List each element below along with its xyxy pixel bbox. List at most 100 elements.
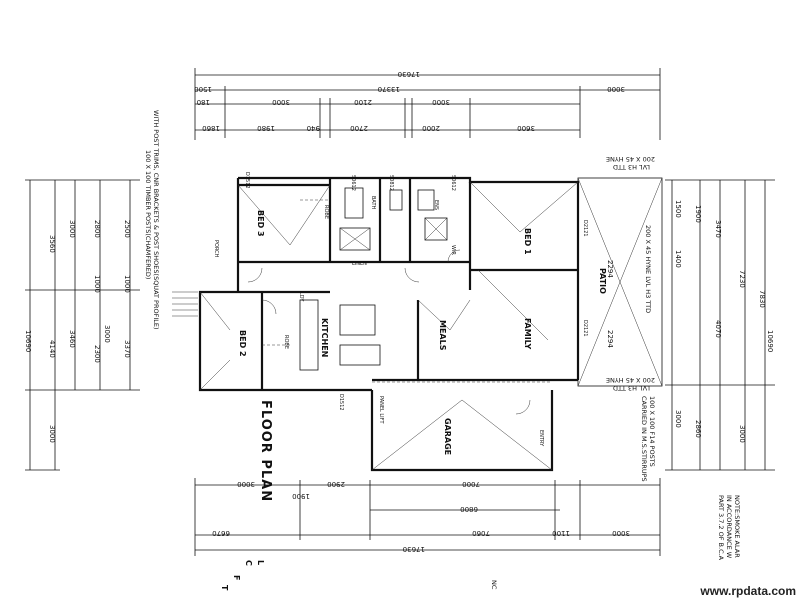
- dim-right-r3-1: 1900: [694, 205, 702, 223]
- room-linen: LINEN: [352, 261, 367, 267]
- room-entry: ENTRY: [538, 430, 544, 447]
- dim-left-r3-3: 1000: [123, 275, 131, 293]
- post-note-line-2: WITH POST TRIMS, CNR BRACKETS & POST SHO…: [152, 110, 160, 330]
- dim-right-r4-0: 2294: [606, 260, 614, 278]
- beam-notes: 200 X 45 HYNE LVL H3 TTD 200 X 45 HYNE L…: [378, 155, 656, 482]
- dim-right-r4-1: 2294: [606, 330, 614, 348]
- smoke-note-2: IN ACCORDANCE W: [725, 495, 733, 559]
- dim-bottom-overall: 17630: [403, 545, 425, 553]
- dim-top-overall: 17630: [398, 70, 420, 78]
- dim-right-r3-0: 1500: [674, 200, 682, 218]
- dim-top-r4-7: 2000: [422, 124, 440, 132]
- beam-bottom-note-2: LVL H3 TTD: [613, 384, 650, 392]
- dim-bottom-r3-2: 1100: [552, 529, 570, 537]
- dim-left-r3-1: 2500: [123, 220, 131, 238]
- beam-top-note-2: LVL H3 TTD: [613, 163, 650, 171]
- room-patio: PATIO: [598, 268, 607, 294]
- window-tag-1: S0612: [350, 175, 356, 191]
- posts-note-1: 100 X 100 F14 POSTS: [648, 396, 656, 467]
- dim-left-r3-6: 3370: [123, 340, 131, 358]
- dim-right-r2-3: 3000: [674, 410, 682, 428]
- dim-top-r4-6: 2700: [350, 124, 368, 132]
- dim-left-r3-5: 3000: [103, 325, 111, 343]
- room-robe-1: ROBE: [323, 205, 329, 219]
- dim-right-r1-0: 7230: [738, 270, 746, 288]
- window-tag-0: D1512: [244, 172, 250, 189]
- dim-right-r2-1: 4070: [714, 320, 722, 338]
- dim-right-r1-1: 7830: [758, 290, 766, 308]
- posts-note-2: CARRIED IN M.S.STIRRUPS: [640, 396, 648, 482]
- dim-right-r2-0: 3470: [714, 220, 722, 238]
- dim-top-r2-3: 3000: [607, 85, 625, 93]
- room-wir: WIR: [450, 245, 456, 255]
- dim-bottom-r3-1: 7060: [472, 529, 490, 537]
- right-dimensions: 10690 7230 7830 3000 3470 4070 2860 3000…: [606, 179, 775, 471]
- window-tag-5: D2121: [582, 320, 588, 337]
- window-tags: D1512 S0612 S0612 S0812 D2121 D2121 D151…: [244, 172, 588, 411]
- title-block-fragments: L C F T NC: [220, 560, 498, 591]
- beam-top-note: 200 X 45 HYNE: [606, 155, 655, 163]
- drawing-title: FLOOR PLAN: [258, 400, 273, 502]
- room-bed3: BED 3: [256, 210, 265, 237]
- post-note-line-1: 100 X 100 TIMBER POSTS(CHAMFERED): [144, 150, 152, 279]
- dim-top-r3-5: 3000: [432, 98, 450, 106]
- fragment-t: T: [220, 585, 229, 591]
- room-porch: PORCH: [213, 240, 219, 258]
- dim-bottom-r1-3: 1900: [292, 492, 310, 500]
- dim-bottom-r3-0: 6670: [212, 529, 230, 537]
- top-dimensions: 17630 1500 13370 3000 180 3000 2100 3000…: [194, 68, 661, 140]
- room-bath: BATH: [370, 196, 376, 210]
- beam-side-note: 200 X 45 HYNE LVL H3 TTD: [644, 225, 652, 313]
- dim-right-r3-3: 1400: [674, 250, 682, 268]
- room-robe-2: ROBE: [283, 335, 289, 349]
- bottom-dimensions: 2900 3000 1900 7000 6800 6670 7060 1100 …: [194, 478, 661, 556]
- dim-left-r1-1: 4140: [48, 340, 56, 358]
- panel-lift-note: PANEL LIFT: [378, 396, 384, 424]
- dim-left-r2-5: 3460: [68, 330, 76, 348]
- window-tag-4: D2121: [582, 220, 588, 237]
- dim-top-r4-2: 1980: [257, 124, 275, 132]
- building-walls: [172, 176, 663, 472]
- dim-top-r4-9: 3600: [517, 124, 535, 132]
- dim-bottom-r1-1: 3000: [237, 480, 255, 488]
- dim-left-r2-1: 2800: [93, 220, 101, 238]
- dim-left-r2-6: 2300: [93, 345, 101, 363]
- dim-top-r3-3: 2100: [354, 98, 372, 106]
- dim-left-r2-2: 1000: [93, 275, 101, 293]
- dim-top-r4-0: 1860: [202, 124, 220, 132]
- window-tag-2: S0612: [450, 175, 456, 191]
- dim-left-overall: 10690: [24, 330, 32, 352]
- dim-left-r1-2: 3000: [48, 425, 56, 443]
- room-labels: BED 1 BED 2 BED 3 FAMILY MEALS KITCHEN G…: [213, 196, 607, 455]
- smoke-note-1: NOTE:SMOKE ALAR: [733, 495, 741, 558]
- dim-bottom-r1-0: 2900: [327, 480, 345, 488]
- dim-top-r3-0: 180: [197, 98, 210, 106]
- room-bed1: BED 1: [523, 228, 532, 255]
- dim-right-r2-2: 2860: [694, 420, 702, 438]
- dim-right-overall: 10690: [766, 330, 774, 352]
- fragment-l: L: [256, 560, 265, 565]
- room-kitchen: KITCHEN: [320, 318, 329, 357]
- smoke-note-3: PART 3.7.2 OF B.C.A: [717, 495, 725, 561]
- room-bed2: BED 2: [238, 330, 247, 357]
- dim-bottom-r3-3: 3000: [612, 529, 630, 537]
- fragment-c: C: [244, 560, 253, 566]
- fragment-f: F: [232, 575, 241, 580]
- room-ens: ENS: [433, 200, 439, 210]
- dim-left-r2-0: 3000: [68, 220, 76, 238]
- window-tag-6: D1512: [338, 394, 344, 411]
- left-dimensions: 10690 3560 4140 3000 3000 2800 1000 3460…: [24, 179, 140, 471]
- beam-bottom-note: 200 X 45 HYNE: [606, 376, 655, 384]
- watermark: www.rpdata.com: [700, 584, 796, 598]
- fragment-nc: NC: [490, 580, 498, 590]
- dim-bottom-r1-4: 7000: [462, 480, 480, 488]
- room-garage: GARAGE: [443, 418, 452, 455]
- dim-top-r2-2: 13370: [378, 85, 400, 93]
- room-family: FAMILY: [523, 318, 532, 350]
- room-meals: MEALS: [438, 320, 447, 351]
- dim-top-r4-4: 940: [307, 124, 320, 132]
- smoke-alarm-note: NOTE:SMOKE ALAR IN ACCORDANCE W PART 3.7…: [717, 495, 741, 561]
- dim-bottom-r2-1: 6800: [460, 505, 478, 513]
- dim-left-r1-0: 3560: [48, 235, 56, 253]
